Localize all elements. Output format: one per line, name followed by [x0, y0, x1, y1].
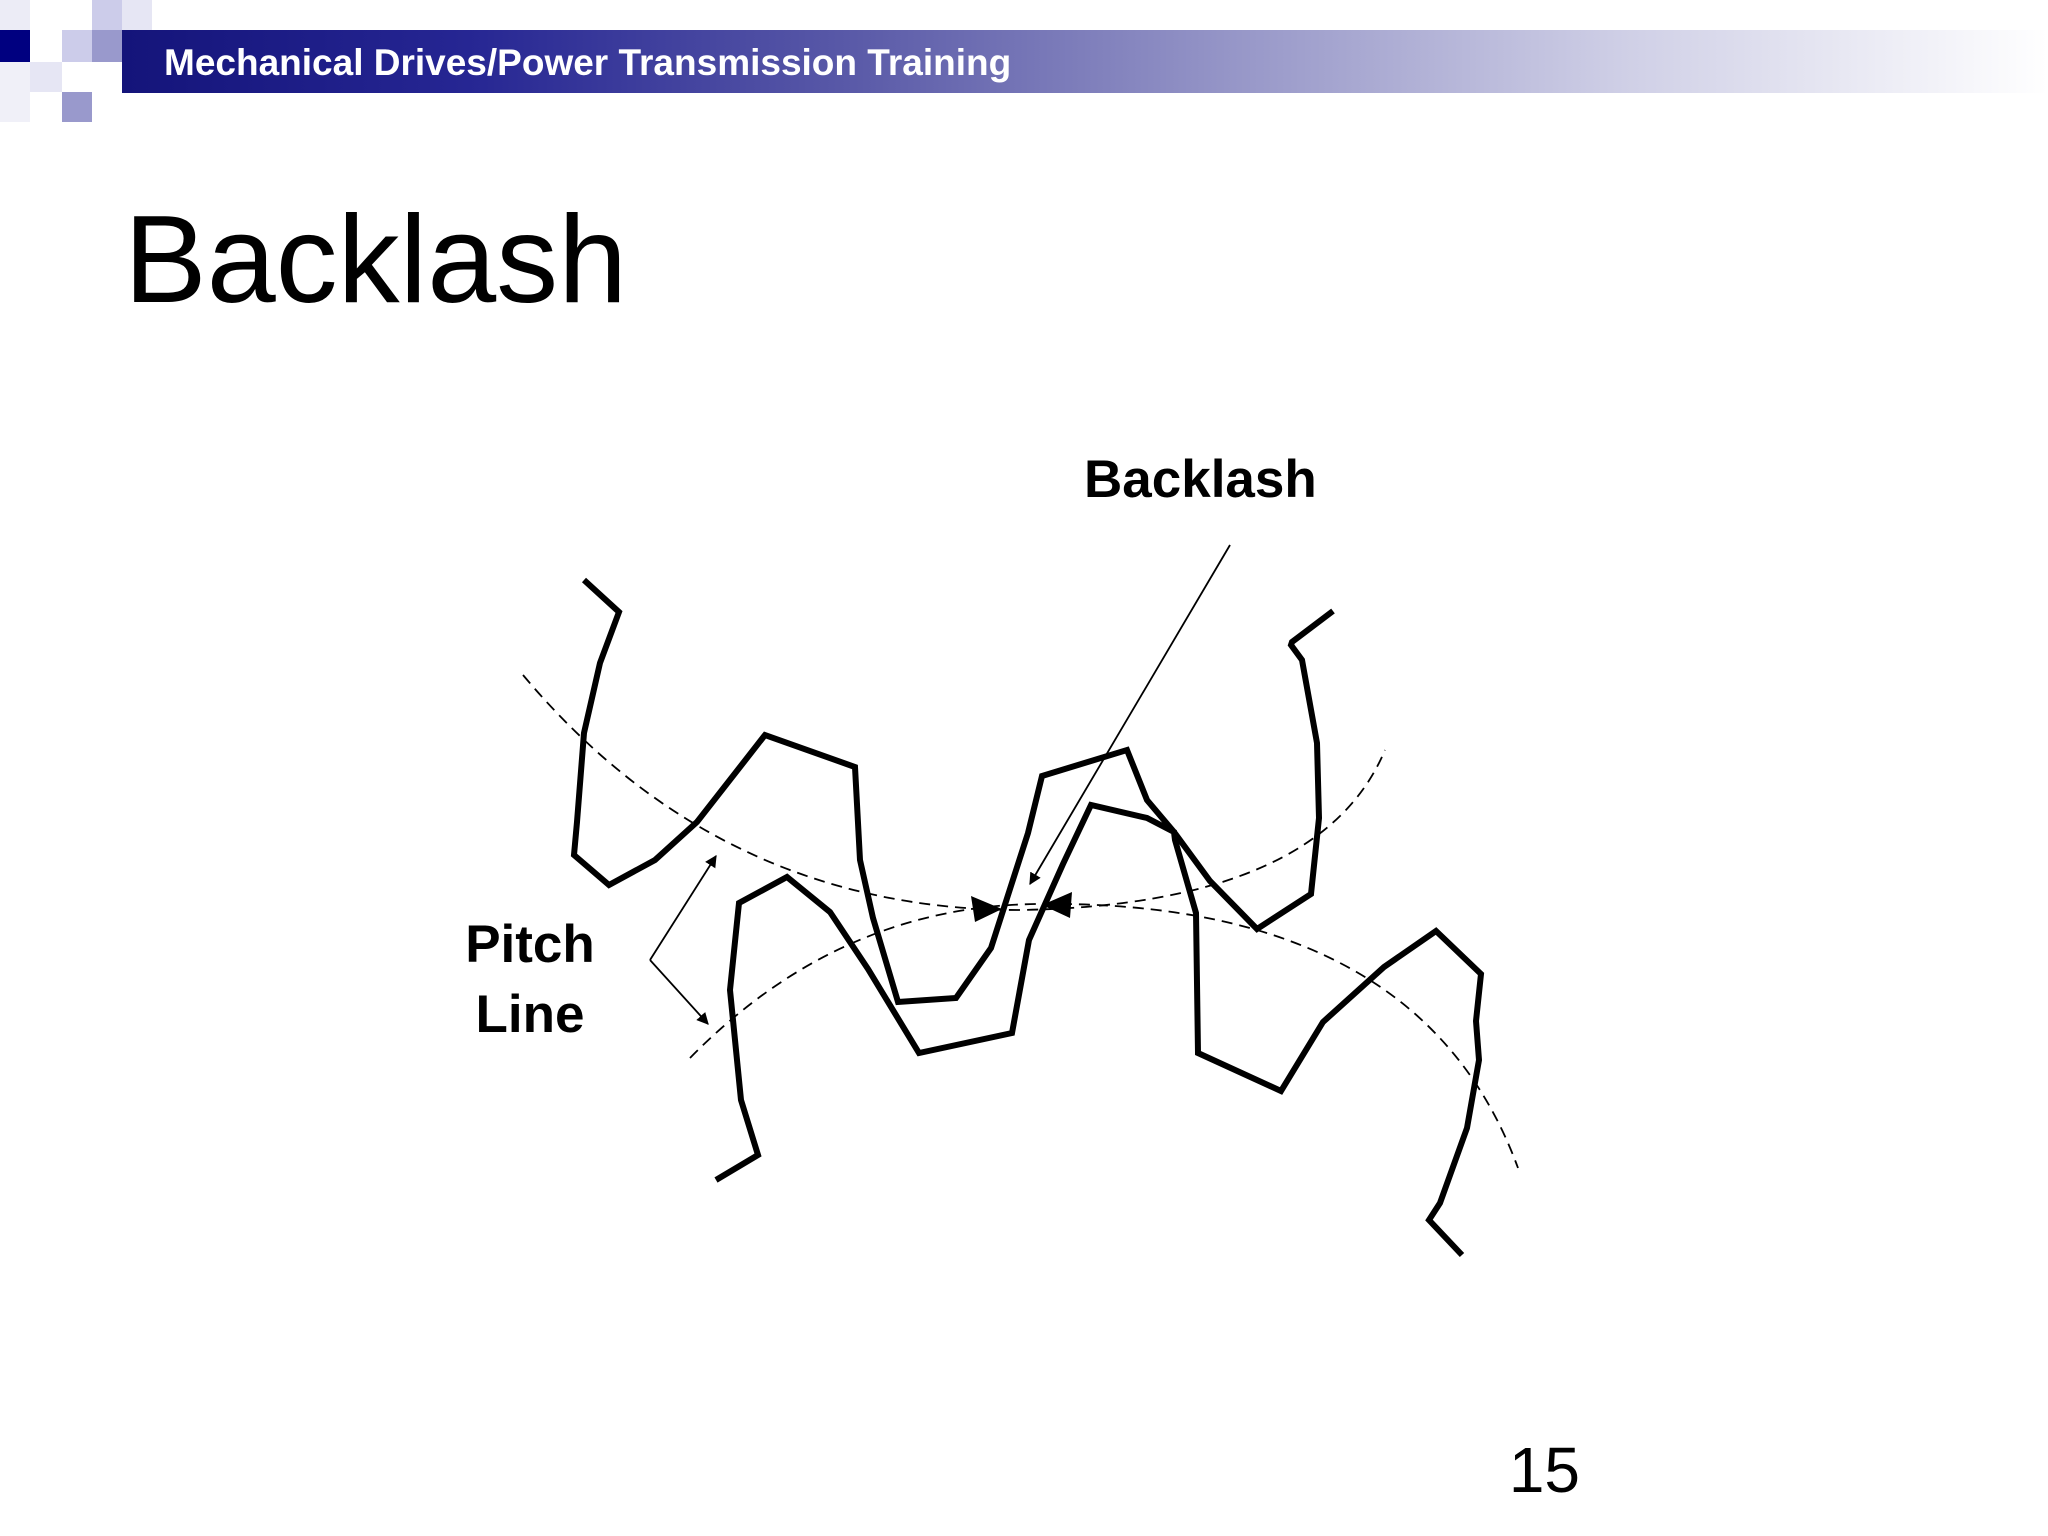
pitch-line-label: Pitch Line — [440, 910, 620, 1050]
backlash-arrowhead-right — [1042, 892, 1072, 918]
backlash-label: Backlash — [1084, 450, 1317, 509]
logo-square — [92, 30, 122, 62]
logo-square — [0, 0, 30, 30]
logo-square — [0, 62, 30, 122]
logo-square — [62, 30, 92, 62]
header-title: Mechanical Drives/Power Transmission Tra… — [164, 42, 1012, 83]
lower-gear-profile — [714, 801, 1485, 1258]
pitch-line-pointer-lower — [649, 959, 709, 1025]
logo-square — [30, 30, 62, 62]
page-number: 15 — [1508, 1434, 1580, 1506]
slide-title: Backlash — [124, 191, 628, 329]
logo-square — [0, 30, 30, 62]
upper-gear-profile — [570, 577, 1335, 1006]
logo-square — [30, 62, 62, 92]
lower-pitch-line — [689, 903, 1519, 1169]
pitch-line-pointer-upper — [649, 854, 717, 961]
pitch-line-label-line1: Pitch — [465, 915, 595, 974]
corner-squares-logo — [0, 0, 170, 130]
upper-pitch-line — [522, 674, 1386, 911]
backlash-arrowhead-left — [971, 896, 1002, 922]
backlash-leader-line — [1029, 544, 1231, 886]
pitch-line-label-line2: Line — [475, 985, 585, 1044]
logo-square — [92, 0, 122, 30]
logo-square — [122, 0, 152, 30]
header-band — [122, 30, 2048, 93]
logo-square — [62, 92, 92, 122]
